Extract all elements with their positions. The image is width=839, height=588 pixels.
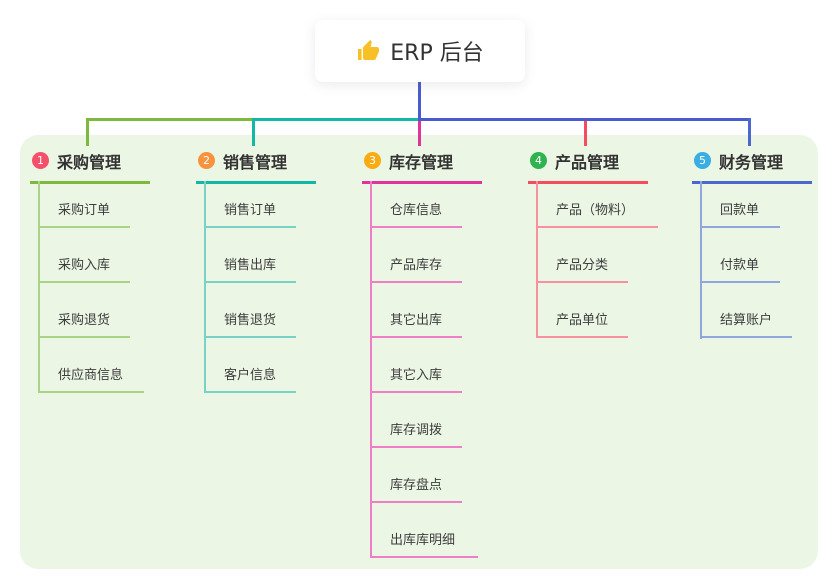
child-node[interactable]: 客户信息 (204, 357, 296, 393)
branch-2-number-badge: 2 (198, 152, 215, 169)
child-node[interactable]: 产品库存 (370, 247, 462, 283)
child-node[interactable]: 其它出库 (370, 302, 462, 338)
branch-3-drop-line (418, 121, 421, 146)
branch-node-5[interactable]: 5 财务管理 (692, 146, 812, 184)
child-node[interactable]: 产品单位 (536, 302, 628, 338)
branch-4-number-badge: 4 (530, 152, 547, 169)
child-node[interactable]: 采购订单 (38, 192, 130, 228)
branch-4-children-line (536, 181, 538, 338)
child-node[interactable]: 销售出库 (204, 247, 296, 283)
branch-1-number-badge: 1 (32, 152, 49, 169)
child-node[interactable]: 库存盘点 (370, 467, 462, 503)
branch-node-3[interactable]: 3 库存管理 (362, 146, 482, 184)
branch-4-drop-line (584, 121, 587, 146)
branch-1-children-line (38, 181, 40, 393)
branch-2-label: 销售管理 (223, 152, 288, 172)
child-node[interactable]: 销售订单 (204, 192, 296, 228)
connector-horizontal-blue (418, 118, 751, 121)
child-node[interactable]: 供应商信息 (38, 357, 144, 393)
root-node-label: ERP 后台 (390, 41, 484, 66)
child-node[interactable]: 仓库信息 (370, 192, 462, 228)
branch-1-drop-line (86, 118, 89, 146)
child-node[interactable]: 付款单 (700, 247, 780, 283)
branch-5-number-badge: 5 (694, 152, 711, 169)
root-node-erp[interactable]: ERP 后台 (315, 20, 525, 82)
branch-2-drop-line (252, 118, 255, 146)
child-node[interactable]: 结算账户 (700, 302, 792, 338)
branch-5-drop-line (748, 118, 751, 146)
child-node[interactable]: 回款单 (700, 192, 780, 228)
branch-1-label: 采购管理 (57, 152, 122, 172)
child-node[interactable]: 库存调拨 (370, 412, 462, 448)
branch-node-2[interactable]: 2 销售管理 (196, 146, 316, 184)
branch-3-label: 库存管理 (389, 152, 454, 172)
child-node[interactable]: 其它入库 (370, 357, 462, 393)
branch-2-children-line (204, 181, 206, 393)
child-node[interactable]: 产品分类 (536, 247, 628, 283)
child-node[interactable]: 出库库明细 (370, 522, 478, 558)
thumbs-up-icon (356, 39, 380, 63)
branch-node-1[interactable]: 1 采购管理 (30, 146, 150, 184)
branch-5-children-line (700, 181, 702, 339)
child-node[interactable]: 产品（物料） (536, 192, 658, 228)
branch-5-label: 财务管理 (719, 152, 784, 172)
child-node[interactable]: 采购入库 (38, 247, 130, 283)
branch-3-number-badge: 3 (364, 152, 381, 169)
connector-horizontal-teal (252, 118, 420, 121)
branches-background-panel (20, 135, 818, 569)
branch-3-children-line (370, 181, 372, 558)
child-node[interactable]: 采购退货 (38, 302, 130, 338)
connector-horizontal-green (86, 118, 254, 121)
child-node[interactable]: 销售退货 (204, 302, 296, 338)
root-connector-vertical (418, 82, 421, 119)
branch-4-label: 产品管理 (555, 152, 620, 172)
branch-node-4[interactable]: 4 产品管理 (528, 146, 648, 184)
